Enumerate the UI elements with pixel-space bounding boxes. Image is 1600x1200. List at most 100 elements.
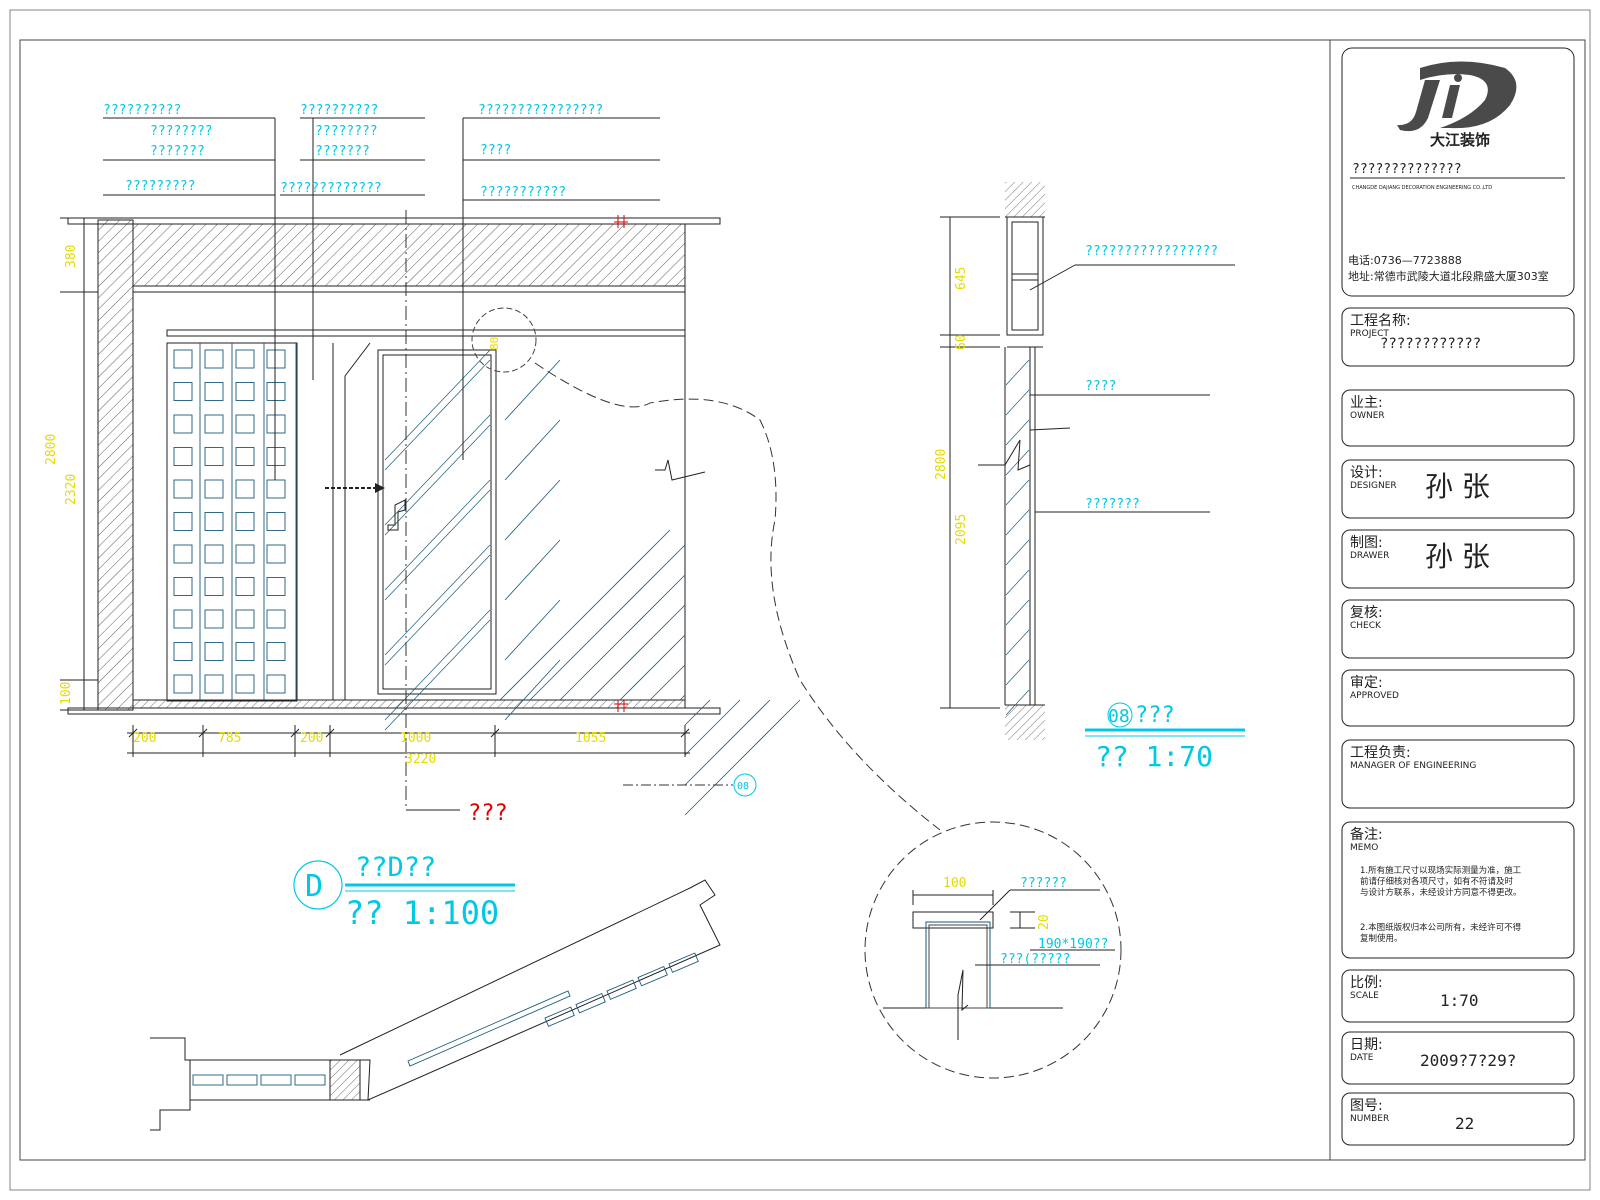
callout-mid-2: ???????? [315, 124, 378, 139]
callout-left-2: ???????? [150, 124, 213, 139]
elevation-title: D ??D?? ?? 1:100 [293, 852, 515, 932]
outer-border [9, 9, 1591, 1191]
dim-bottom-1000: 1000 [400, 731, 431, 746]
company-line: ?????????????? [1352, 162, 1462, 177]
section-dim-645: 645 [954, 267, 969, 290]
title-row-project: 工程名称:PROJECT???????????? [1341, 307, 1575, 367]
title-row-check: 复核:CHECK [1341, 599, 1575, 659]
section-title-q: ??? [1135, 703, 1175, 728]
glass-block-grid [173, 343, 297, 700]
dim-detail: 80 [488, 337, 501, 350]
title-row-scale: 比例:SCALE 1:70 [1341, 969, 1575, 1023]
section-08 [940, 182, 1245, 740]
title-row-label-scale: 比例: [1350, 975, 1383, 991]
title-block: 大江装饰 ?????????????? CHANGDE DAJIANG DECO… [1341, 47, 1575, 1146]
memo-line-3: 与设计方联系，未经设计方同意不得更改。 [1360, 887, 1522, 898]
title-row-value-designer: 孙 张 [1425, 470, 1490, 503]
title-row-en-memo: MEMO [1350, 843, 1378, 853]
elevation-leaders [103, 117, 660, 480]
title-row-value-number: 22 [1455, 1114, 1474, 1133]
callout-left-3: ??????? [150, 144, 205, 159]
title-row-owner: 业主:OWNER [1341, 389, 1575, 447]
title-row-label-check: 复核: [1350, 604, 1383, 621]
callout-mid-4: ????????????? [280, 181, 382, 196]
dim-total: 3220 [405, 752, 436, 767]
callout-left-4: ????????? [125, 179, 195, 194]
ref-bubble-label: 08 [737, 781, 749, 792]
section-title-num: 08 [1108, 706, 1130, 727]
dim-bottom-200a: 200 [133, 731, 156, 746]
detail-dim-height: 20 [1037, 914, 1052, 930]
dim-left-2800: 2800 [44, 434, 59, 465]
section-callout-2: ???? [1085, 379, 1116, 394]
company-sub: CHANGDE DAJIANG DECORATION ENGINEERING C… [1352, 185, 1492, 191]
title-row-en-approved: APPROVED [1350, 691, 1399, 701]
dim-left-100: 100 [59, 682, 74, 705]
title-row-label-drawer: 制图: [1350, 535, 1383, 551]
dim-bottom-785: 785 [218, 731, 241, 746]
section-callout-3: ??????? [1085, 497, 1140, 512]
glass-wall [499, 359, 801, 816]
callout-right-3: ??????????? [480, 185, 566, 200]
door-glass [384, 349, 491, 731]
title-row-label-date: 日期: [1350, 1037, 1383, 1053]
company-phone: 电话:0736—7723888 [1348, 254, 1462, 267]
detail-callout-2: 190*190?? [1038, 937, 1108, 952]
company-logo: 大江装饰 [1397, 61, 1517, 149]
title-row-date: 日期:DATE 2009?7?29? [1341, 1031, 1575, 1085]
title-row-value-project: ???????????? [1380, 336, 1481, 352]
title-row-value-drawer: 孙 张 [1425, 540, 1490, 573]
memo-line-4: 2.本图纸版权归本公司所有，未经许可不得 [1360, 922, 1522, 933]
title-row-label-manager-of-engineering: 工程负责: [1350, 745, 1411, 761]
title-row-label-owner: 业主: [1350, 395, 1383, 411]
section-dim-60: 60 [954, 334, 969, 350]
elevation-scale: ?? 1:100 [345, 894, 499, 932]
title-row-designer: 设计:DESIGNER 孙 张 [1341, 459, 1575, 519]
detail-circle [864, 821, 1122, 1079]
plan-view [150, 879, 721, 1131]
title-row-value-date: 2009?7?29? [1420, 1051, 1516, 1070]
section-scale: ?? 1:70 [1095, 740, 1213, 773]
section-dim-2095: 2095 [954, 514, 969, 545]
callout-mid-1: ?????????? [300, 103, 378, 118]
title-row-label-number: 图号: [1350, 1098, 1383, 1114]
title-row-number: 图号:NUMBER 22 [1341, 1092, 1575, 1146]
title-row-en-check: CHECK [1350, 621, 1382, 631]
title-row-en-date: DATE [1350, 1053, 1374, 1063]
title-row-label-project: 工程名称: [1350, 313, 1411, 329]
mark-label: ??? [468, 801, 508, 826]
title-row-label-approved: 审定: [1350, 675, 1383, 691]
dim-bottom-1055: 1055 [575, 731, 606, 746]
detail-callout-1: ?????? [1020, 876, 1067, 891]
memo-line-2: 前请仔细核对各项尺寸，如有不符请及时 [1360, 876, 1514, 887]
elevation-d [60, 117, 941, 831]
title-row-memo: 备注:MEMO [1341, 821, 1575, 959]
title-row-en-designer: DESIGNER [1350, 481, 1397, 491]
title-row-en-number: NUMBER [1350, 1114, 1389, 1124]
elevation-name: ??D?? [355, 852, 436, 883]
drawing-frame [19, 39, 1586, 1161]
title-row-label-memo: 备注: [1350, 826, 1383, 843]
title-row-manager-of-engineering: 工程负责:MANAGER OF ENGINEERING [1341, 739, 1575, 809]
detail-dim-width: 100 [943, 876, 966, 891]
elevation-symbol: D [305, 869, 323, 904]
callout-left-1: ?????????? [103, 103, 181, 118]
memo-line-5: 复制使用。 [1360, 933, 1403, 944]
section-callout-1: ????????????????? [1085, 244, 1218, 259]
dim-bottom-200b: 200 [300, 731, 323, 746]
callout-right-1: ???????????????? [478, 103, 603, 118]
title-row-en-manager-of-engineering: MANAGER OF ENGINEERING [1350, 761, 1476, 771]
title-row-value-scale: 1:70 [1440, 991, 1479, 1010]
dim-left-380: 380 [64, 245, 79, 268]
title-row-en-owner: OWNER [1350, 411, 1385, 421]
title-row-label-designer: 设计: [1350, 465, 1383, 481]
company-address: 地址:常德市武陵大道北段鼎盛大厦303室 [1348, 269, 1549, 283]
section-dim-2800: 2800 [934, 449, 949, 480]
detail-callout-3: ???(????? [1000, 952, 1070, 967]
dim-left-2320: 2320 [64, 474, 79, 505]
title-row-approved: 审定:APPROVED [1341, 669, 1575, 727]
title-row-en-scale: SCALE [1350, 991, 1379, 1001]
bottom-dim-ticks [128, 725, 690, 757]
